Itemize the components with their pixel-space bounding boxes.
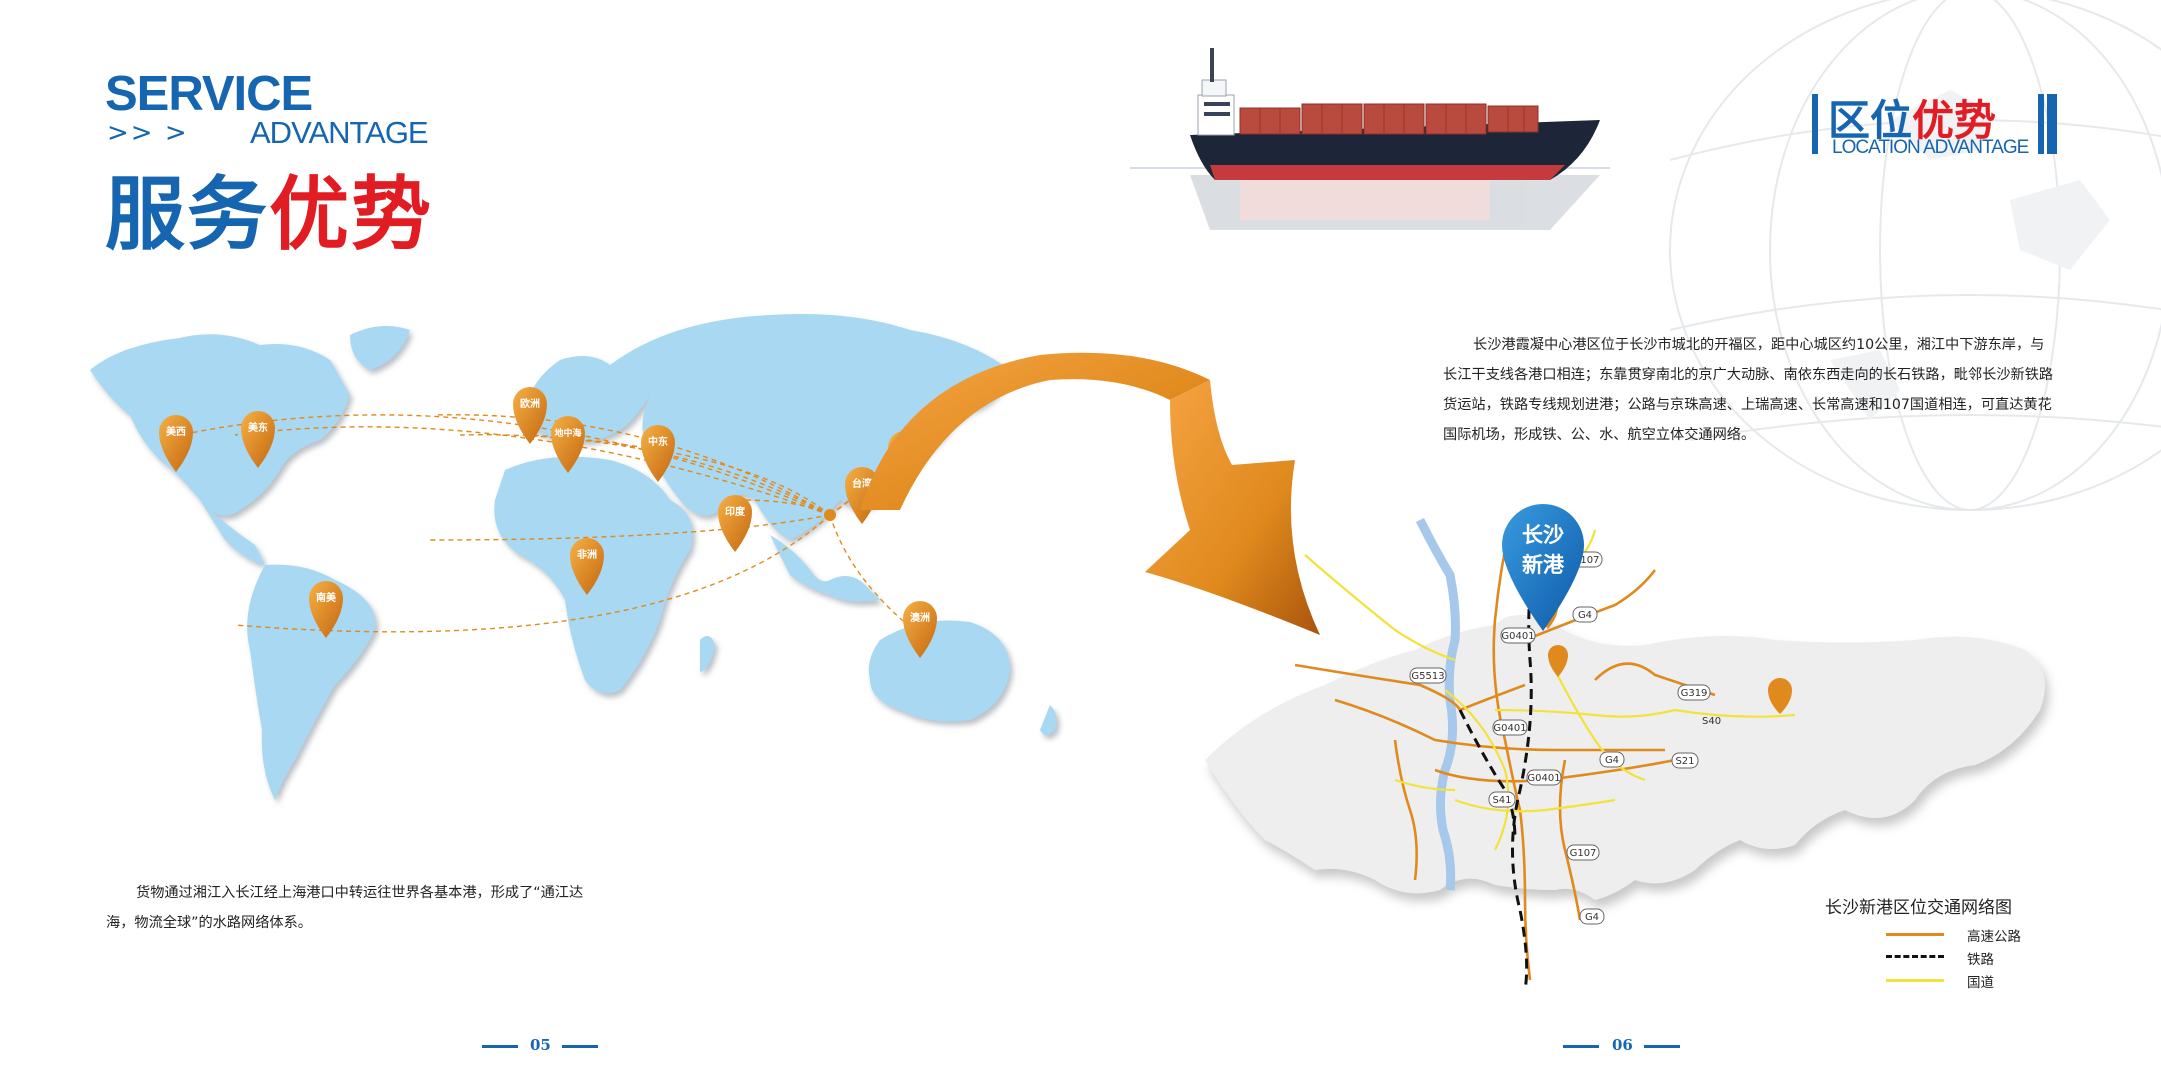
- pin-label: 印度: [725, 505, 746, 518]
- legend-national-road-label: 国道: [1967, 975, 1994, 991]
- small-pin-rail-station: [1548, 645, 1568, 677]
- big-orange-arrow: [860, 352, 1320, 635]
- page-number-line: [1563, 1045, 1599, 1048]
- pin-europe: 欧洲: [513, 387, 547, 444]
- road-label-text: S41: [1492, 795, 1511, 806]
- road-label: G0401: [1492, 719, 1528, 736]
- road-label: G0401: [1526, 769, 1562, 786]
- road-label-text: G107: [1570, 848, 1597, 859]
- badge-title-en: LOCATION ADVANTAGE: [1832, 137, 2029, 158]
- title-cn-red: 优势: [269, 168, 433, 261]
- road-label: G4: [1579, 908, 1605, 925]
- road-label: G4: [1572, 606, 1598, 623]
- world-map: [90, 314, 1057, 800]
- pin-middle-east: 中东: [641, 425, 675, 482]
- legend-national-road-line: [1886, 979, 1944, 982]
- road-label: G319: [1677, 684, 1711, 701]
- road-label-text: G4: [1605, 755, 1619, 766]
- pin-label: 中东: [648, 435, 668, 448]
- road-label-text: G0401: [1527, 773, 1560, 784]
- cargo-ship-image: [1130, 48, 1610, 230]
- legend-railway-line: [1886, 955, 1944, 958]
- page-number-line: [1644, 1045, 1680, 1048]
- road-label-text: S21: [1675, 756, 1694, 767]
- blue-pin-label-2: 新港: [1522, 553, 1564, 577]
- continent-australia: [868, 620, 1010, 722]
- blue-pin-label-1: 长沙: [1522, 523, 1564, 547]
- pin-label: 台湾: [852, 477, 872, 490]
- pin-australia: 澳洲: [903, 601, 937, 658]
- title-cn-blue: 服务: [105, 168, 269, 261]
- pin-africa: 非洲: [570, 538, 604, 595]
- badge-bar-right: [2038, 94, 2044, 154]
- region-shape: [1205, 615, 2045, 900]
- title-arrows: >> >: [107, 118, 189, 148]
- pin-south-america: 南美: [309, 581, 343, 638]
- small-pin-airport: [1768, 678, 1792, 714]
- pin-india: 印度: [718, 495, 752, 552]
- road-label-text: G0401: [1493, 723, 1526, 734]
- pin-label: 美西: [166, 425, 186, 438]
- pin-mediterranean: 地中海: [551, 416, 585, 473]
- blue-pin-icon: [1502, 504, 1584, 631]
- title-advantage: ADVANTAGE: [250, 115, 429, 150]
- continent-north-america: [90, 334, 350, 516]
- badge-cn-blue: 区位: [1828, 96, 1913, 145]
- continent-asia: [610, 314, 1010, 540]
- road-label-text: G319: [1681, 688, 1708, 699]
- legend-railway-label: 铁路: [1967, 952, 1994, 968]
- road-label-text: G4: [1578, 610, 1592, 621]
- badge-title-cn: 区位优势: [1828, 87, 1996, 148]
- continent-greenland: [350, 326, 410, 370]
- changsha-new-port-pin: 长沙 新港: [1500, 503, 1586, 633]
- changsha-traffic-map: G107 G4 G0401 G5513 G319 S40 G0401 G4 G0…: [1205, 517, 2045, 991]
- legend-highway-line: [1886, 933, 1944, 936]
- legend-highway-label: 高速公路: [1967, 929, 2021, 945]
- badge-bar-right-2: [2047, 94, 2057, 154]
- road-label: S41: [1488, 791, 1516, 808]
- road-label: G107: [1566, 844, 1600, 861]
- service-paragraph: 货物通过湘江入长江经上海港口中转运往世界各基本港，形成了“通江达海，物流全球”的…: [106, 885, 584, 931]
- pin-label: 澳洲: [910, 611, 930, 624]
- pin-label: 美东: [248, 421, 268, 434]
- title-service: SERVICE: [105, 67, 313, 121]
- road-label-text: S40: [1702, 716, 1721, 727]
- road-label-text: G107: [1573, 555, 1600, 566]
- continent-europe: [520, 356, 650, 442]
- legend-title: 长沙新港区位交通网络图: [1825, 898, 2012, 918]
- badge-bar-left: [1812, 94, 1818, 154]
- road-label: G5513: [1409, 667, 1447, 684]
- background-globe-arcs: [1669, 0, 2161, 511]
- road-label-text: G4: [1585, 912, 1599, 923]
- road-label: G4: [1599, 751, 1625, 768]
- pin-label: 非洲: [577, 548, 597, 561]
- road-label-text: G5513: [1411, 671, 1444, 682]
- map-pins: 美西 美东 欧洲 地中海 中东 日本 台湾 印度 非洲 南美 澳洲: [159, 387, 937, 658]
- pin-us-east: 美东: [241, 411, 275, 468]
- page-number-left: 05: [530, 1036, 551, 1054]
- road-label-text: G0401: [1501, 631, 1534, 642]
- pin-label: 欧洲: [520, 397, 540, 410]
- title-cn: 服务优势: [105, 150, 433, 266]
- badge-cn-red: 优势: [1912, 96, 1997, 145]
- page-number-line: [482, 1045, 518, 1048]
- pin-label: 地中海: [554, 427, 581, 439]
- road-label: G0401: [1500, 627, 1536, 644]
- location-paragraph: 长沙港霞凝中心港区位于长沙市城北的开福区，距中心城区约10公里，湘江中下游东岸，…: [1443, 337, 2054, 443]
- page-number-right: 06: [1612, 1036, 1633, 1054]
- pin-label: 南美: [316, 591, 337, 604]
- page-number-line: [562, 1045, 598, 1048]
- continent-south-america: [247, 564, 376, 800]
- pin-us-west: 美西: [159, 415, 193, 472]
- road-label: S21: [1671, 752, 1699, 769]
